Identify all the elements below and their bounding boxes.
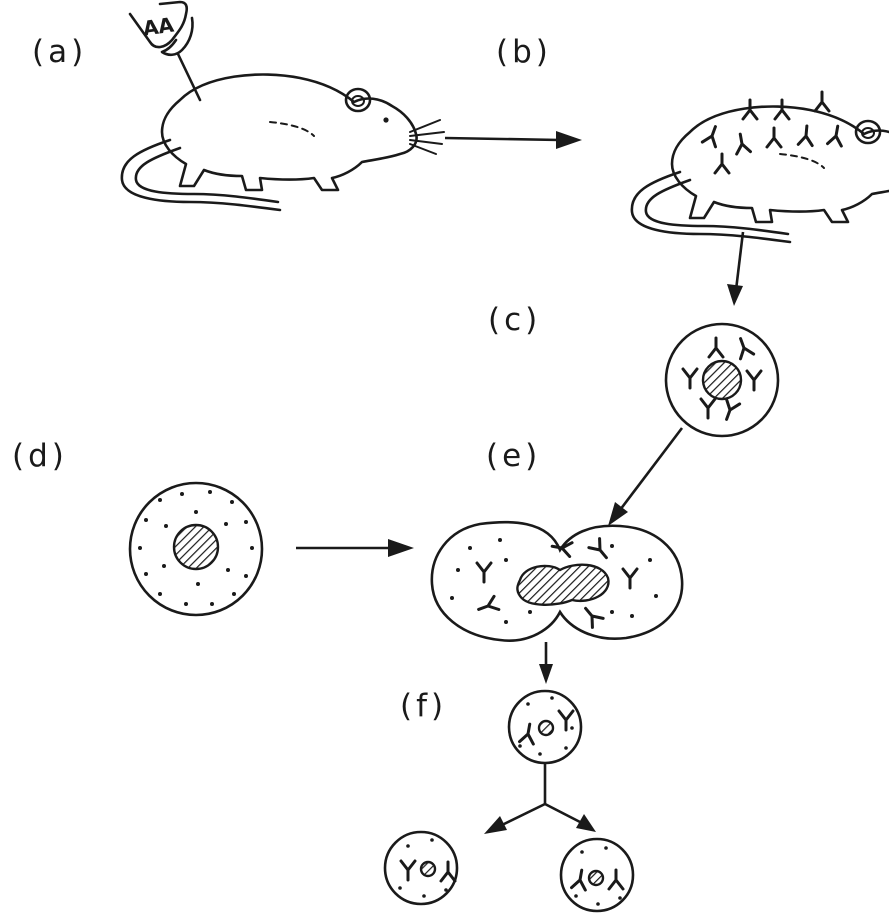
fusion-cell	[432, 522, 682, 640]
label-f: (f)	[400, 688, 447, 724]
label-e: (e)	[486, 438, 541, 474]
mouse-antibodies	[702, 92, 844, 173]
label-c: (c)	[488, 302, 541, 338]
daughter-cell-right	[561, 839, 633, 911]
arrow-d-to-e	[296, 539, 414, 557]
mouse-immunized	[632, 106, 889, 242]
hybridoma-cell	[509, 691, 581, 763]
daughter-cell-left	[385, 832, 457, 904]
mouse-injected	[122, 74, 444, 210]
label-b: (b)	[496, 34, 552, 70]
arrow-b-to-c	[727, 232, 743, 306]
b-cell	[666, 324, 778, 436]
arrow-split	[484, 764, 596, 834]
arrow-c-to-e	[608, 428, 682, 526]
label-a: (a)	[32, 34, 87, 70]
syringe-icon: AA	[130, 2, 200, 100]
myeloma-cell	[130, 483, 262, 615]
arrow-a-to-b	[445, 131, 582, 149]
label-d: (d)	[12, 438, 68, 474]
syringe-label: AA	[141, 12, 176, 40]
arrow-e-to-f	[539, 642, 553, 684]
